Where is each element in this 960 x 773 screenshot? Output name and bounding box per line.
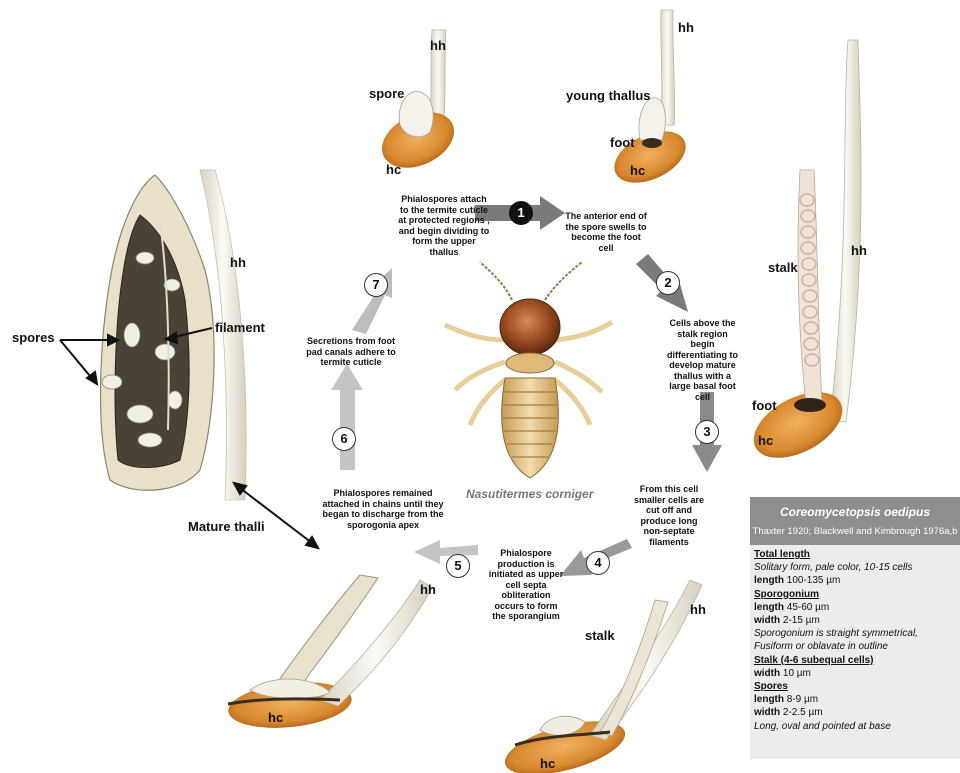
foot-label-right: foot (752, 398, 777, 413)
step-7-description: Secretions from foot pad canals adhere t… (306, 336, 396, 368)
step-3-badge: 3 (695, 420, 719, 444)
stalk-width-label: width (754, 668, 780, 679)
spores-width-value: 2-2.5 µm (783, 707, 823, 718)
stalk-width-row: width 10 µm (754, 667, 956, 680)
step-start-description: Phialospores attach to the termite cutic… (398, 194, 490, 257)
step-1-description: The anterior end of the spore swells to … (565, 211, 647, 253)
sporogonium-length-value: 45-60 µm (787, 602, 829, 613)
host-cuticle-label-bottom-mid: hc (540, 756, 555, 771)
hair-label-young-thallus: hh (678, 20, 694, 35)
total-length-description: Solitary form, pale color, 10-15 cells (754, 561, 956, 574)
host-cuticle-label-young-thallus: hc (630, 163, 645, 178)
sporogonium-description-1: Sporogonium is straight symmetrical, (754, 627, 956, 640)
species-title: Coreomycetopsis oedipus (750, 497, 960, 519)
termite-illustration (445, 262, 612, 478)
total-length-row: length 100-135 µm (754, 574, 956, 587)
step-4-description: Phialospore production is initiated as u… (487, 548, 565, 622)
stalk-label-right: stalk (768, 260, 798, 275)
spores-width-row: width 2-2.5 µm (754, 706, 956, 719)
stalk-width-value: 10 µm (783, 668, 811, 679)
step-2-badge: 2 (656, 271, 680, 295)
young-thallus-label: young thallus (566, 88, 651, 103)
step-4-badge: 4 (586, 551, 610, 575)
spores-length-row: length 8-9 µm (754, 693, 956, 706)
spore-stage-illustration (373, 30, 463, 179)
spores-label: spores (12, 330, 55, 345)
mature-thallus-bottom-left-illustration (226, 575, 432, 733)
sporogonium-length-label: length (754, 602, 784, 613)
host-cuticle-label-right: hc (758, 433, 773, 448)
spores-width-label: width (754, 707, 780, 718)
step-7-badge: 7 (364, 273, 388, 297)
host-cuticle-label-bottom-left: hc (268, 710, 283, 725)
species-info-box: Coreomycetopsis oedipus Thaxter 1920; Bl… (750, 497, 960, 759)
filament-label: filament (215, 320, 265, 335)
spores-length-value: 8-9 µm (787, 694, 818, 705)
total-length-heading: Total length (754, 548, 956, 561)
info-box-body: Total length Solitary form, pale color, … (750, 545, 960, 736)
stalk-heading: Stalk (4-6 subequal cells) (754, 654, 956, 667)
step-5-badge: 5 (446, 554, 470, 578)
termite-species-caption: Nasutitermes corniger (466, 487, 593, 501)
step-3-description: From this cell smaller cells are cut off… (630, 484, 708, 547)
stalk-label-bottom: stalk (585, 628, 615, 643)
spore-label: spore (369, 86, 404, 101)
hair-label-right: hh (851, 243, 867, 258)
species-citation: Thaxter 1920; Blackwell and Kimbrough 19… (750, 519, 960, 537)
sporogonium-heading: Sporogonium (754, 588, 956, 601)
step-2-description: Cells above the stalk region begin diffe… (665, 318, 740, 402)
foot-label-top: foot (610, 135, 635, 150)
spores-length-label: length (754, 694, 784, 705)
sporogonium-length-row: length 45-60 µm (754, 601, 956, 614)
info-box-header: Coreomycetopsis oedipus Thaxter 1920; Bl… (750, 497, 960, 545)
sporogonium-width-value: 2-15 µm (783, 615, 820, 626)
sporogonium-width-label: width (754, 615, 780, 626)
mature-thalli-label: Mature thalli (188, 519, 265, 534)
host-cuticle-label-top-spore: hc (386, 162, 401, 177)
step-6-description: Phialospores remained attached in chains… (318, 488, 448, 530)
spores-description: Long, oval and pointed at base (754, 720, 956, 733)
hair-label-top-spore: hh (430, 38, 446, 53)
sporogonium-description-2: Fusiform or oblavate in outline (754, 640, 956, 653)
hair-label-bottom-mid: hh (690, 602, 706, 617)
length-label: length (754, 575, 784, 586)
hair-label-left: hh (230, 255, 246, 270)
step-1-badge: 1 (509, 201, 533, 225)
hair-label-bottom-left: hh (420, 582, 436, 597)
step-6-badge: 6 (332, 427, 356, 451)
spores-heading: Spores (754, 680, 956, 693)
sporogonium-width-row: width 2-15 µm (754, 614, 956, 627)
arrow-step-6 (331, 364, 363, 470)
length-value: 100-135 µm (787, 575, 841, 586)
